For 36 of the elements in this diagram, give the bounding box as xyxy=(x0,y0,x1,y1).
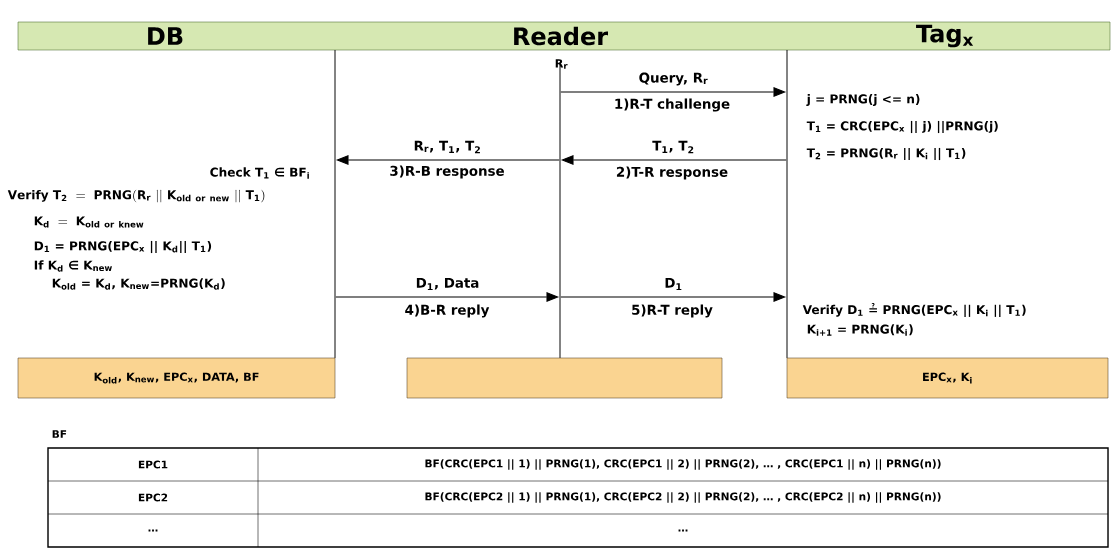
header-band: DB Reader Tag$_{x}$ xyxy=(17,21,1111,51)
table-cell: BF(CRC(EPC2 || 1) || PRNG(1), CRC(EPC2 || 2) || PRNG(2), … , CRC(EPC2 || n) || PRNG(n)) xyxy=(425,492,941,503)
db-computation: D$_{1}$ = PRNG(EPC$_{x}$ || K$_{d}$|| T$_{1}$) xyxy=(34,240,212,254)
tag-computation: T$_{1}$ = CRC(EPC$_{x}$ || j) ||PRNG(j) xyxy=(806,120,998,134)
step-label: 2)T-R response xyxy=(616,166,728,180)
db-computation: $\mathbf{K_{d}\ =\ K_{old\ or\ knew}}$ xyxy=(34,216,144,228)
edge-label: R$_{r}$, T$_{1}$, T$_{2}$ xyxy=(412,139,483,155)
table-cell: … xyxy=(148,529,158,532)
edge-label: D$_{1}$, Data xyxy=(414,276,481,292)
step-label: 1)R-T challenge xyxy=(615,98,730,112)
storage-box: K$_{old}$, K$_{new}$, EPC$_{x}$, DATA, BF xyxy=(17,357,336,399)
tag-computation: T$_{2}$ = PRNG(R$_{r}$ || K$_{i}$ || T$_{1}$) xyxy=(806,147,966,161)
tag-computation: Verify D$_{1}$ ≟ PRNG(EPC$_{x}$ || K$_{i}$ || T$_{1}$) xyxy=(802,303,1026,317)
step-label: 3)R-B response xyxy=(390,165,504,179)
storage-box: EPC$_{x}$, K$_{i}$ xyxy=(786,357,1109,399)
lifeline xyxy=(786,49,788,359)
lifeline xyxy=(334,49,336,359)
step-label: 5)R-T reply xyxy=(632,304,713,318)
nonce-label: R$_{r}$ xyxy=(555,59,568,69)
table-cell: BF(CRC(EPC1 || 1) || PRNG(1), CRC(EPC1 || 2) || PRNG(2), … , CRC(EPC1 || n) || PRNG(n)) xyxy=(425,459,941,470)
lifeline xyxy=(559,61,561,359)
db-computation: $\mathbf{Verify\ T_{2}\ =\ PRNG(R_{r}\ ||\ K_{old\ or\ new}\ ||\ T_{1})}$ xyxy=(7,189,265,203)
table-cell: EPC2 xyxy=(138,493,168,502)
table-title: BF xyxy=(52,430,67,438)
db-computation: If K$_{d}$ ∈ K$_{new}$ xyxy=(34,260,112,272)
db-computation: Check T$_{1}$ ∈ BF$_{i}$ xyxy=(210,167,309,179)
step-label: 4)B-R reply xyxy=(405,304,490,318)
edge-label: T$_{1}$, T$_{2}$ xyxy=(650,139,697,155)
tag-computation: K$_{i+1}$ = PRNG(K$_{i}$) xyxy=(807,324,913,336)
edge-label: Query, R$_{r}$ xyxy=(637,71,710,87)
table-cell: … xyxy=(678,529,688,532)
edge-label: D$_{1}$ xyxy=(662,276,685,292)
db-computation: K$_{old}$ = K$_{d}$, K$_{new}$=PRNG(K$_{d}$) xyxy=(52,278,225,290)
table-cell: EPC1 xyxy=(138,460,168,469)
tag-computation: j = PRNG(j <= n) xyxy=(806,94,920,106)
storage-box xyxy=(406,357,723,399)
